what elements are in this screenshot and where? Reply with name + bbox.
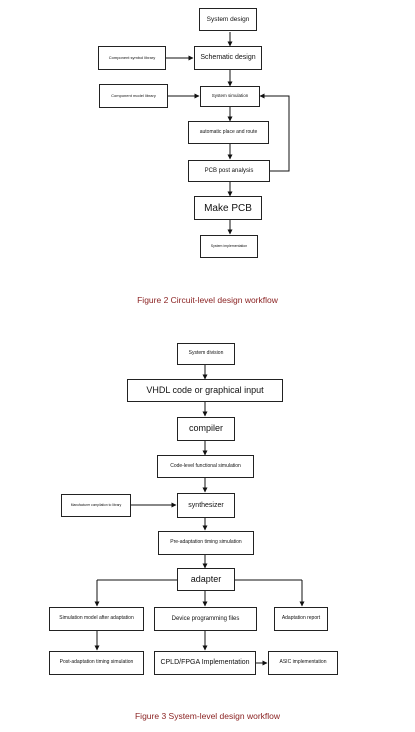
node-code-level-functional-simulation: Code-level functional simulation bbox=[157, 455, 254, 478]
node-make-pcb: Make PCB bbox=[194, 196, 262, 220]
node-pcb-post-analysis: PCB post analysis bbox=[188, 160, 270, 182]
node-simulation-model-after-adaptation: Simulation model after adaptation bbox=[49, 607, 144, 631]
arrow-pcb-analysis-feedback bbox=[259, 93, 290, 172]
node-device-programming-files: Device programming files bbox=[154, 607, 257, 631]
node-cpld-fpga-implementation: CPLD/FPGA Implementation bbox=[154, 651, 256, 675]
node-compiler: compiler bbox=[177, 417, 235, 441]
node-system-implementation: System implementation bbox=[200, 235, 258, 258]
figure3-caption: Figure 3 System-level design workflow bbox=[134, 711, 281, 721]
node-synthesizer: synthesizer bbox=[177, 493, 235, 518]
node-pre-adaptation-timing-simulation: Pre-adaptation timing simulation bbox=[158, 531, 254, 555]
node-system-design: System design bbox=[199, 8, 257, 31]
figure2-caption: Figure 2 Circuit-level design workflow bbox=[137, 295, 278, 305]
node-schematic-design: Schematic design bbox=[194, 46, 262, 70]
node-system-simulation: System simulation bbox=[200, 86, 260, 107]
node-adaptation-report: Adaptation report bbox=[274, 607, 328, 631]
node-automatic-place-and-route: automatic place and route bbox=[188, 121, 269, 144]
node-component-symbol-library: Component symbol library bbox=[98, 46, 166, 70]
node-system-division: System division bbox=[177, 343, 235, 365]
node-component-model-library: Component model library bbox=[99, 84, 168, 108]
node-vhdl-code-or-graphical-input: VHDL code or graphical input bbox=[127, 379, 283, 402]
node-post-adaptation-timing-simulation: Post-adaptation timing simulation bbox=[49, 651, 144, 675]
node-adapter: adapter bbox=[177, 568, 235, 591]
node-asic-implementation: ASIC implementation bbox=[268, 651, 338, 675]
node-manufacturer-compilation-library: Manufacturer compilation to library bbox=[61, 494, 131, 517]
